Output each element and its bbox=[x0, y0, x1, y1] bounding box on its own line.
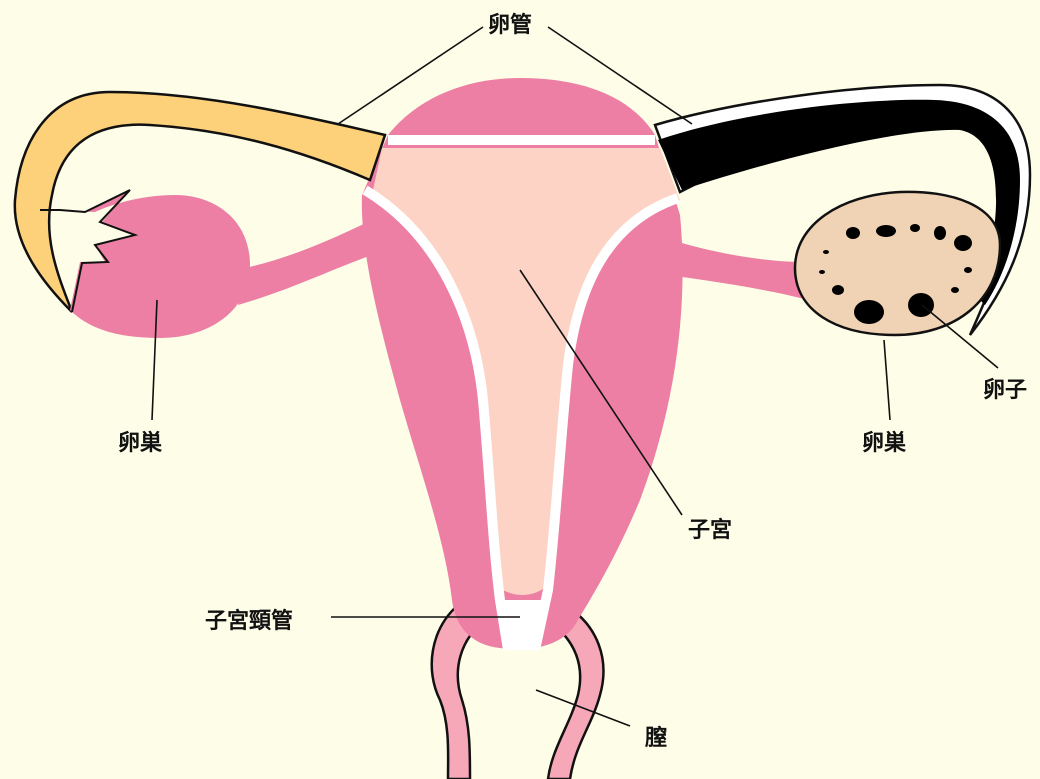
label-egg: 卵子 bbox=[983, 378, 1027, 403]
right-ovarian-ligament bbox=[668, 240, 808, 300]
label-fallopian-tube: 卵管 bbox=[488, 12, 532, 38]
uterus bbox=[362, 78, 683, 650]
right-ovary bbox=[795, 192, 1000, 335]
label-vagina: 膣 bbox=[645, 725, 667, 751]
label-ovary-left: 卵巣 bbox=[118, 430, 163, 456]
label-uterus: 子宮 bbox=[688, 517, 732, 543]
label-ovary-right: 卵巣 bbox=[862, 430, 907, 456]
label-cervical-canal: 子宮頸管 bbox=[205, 608, 293, 634]
left-ovarian-ligament bbox=[238, 222, 372, 305]
egg bbox=[908, 293, 934, 317]
left-ovary bbox=[40, 190, 250, 338]
